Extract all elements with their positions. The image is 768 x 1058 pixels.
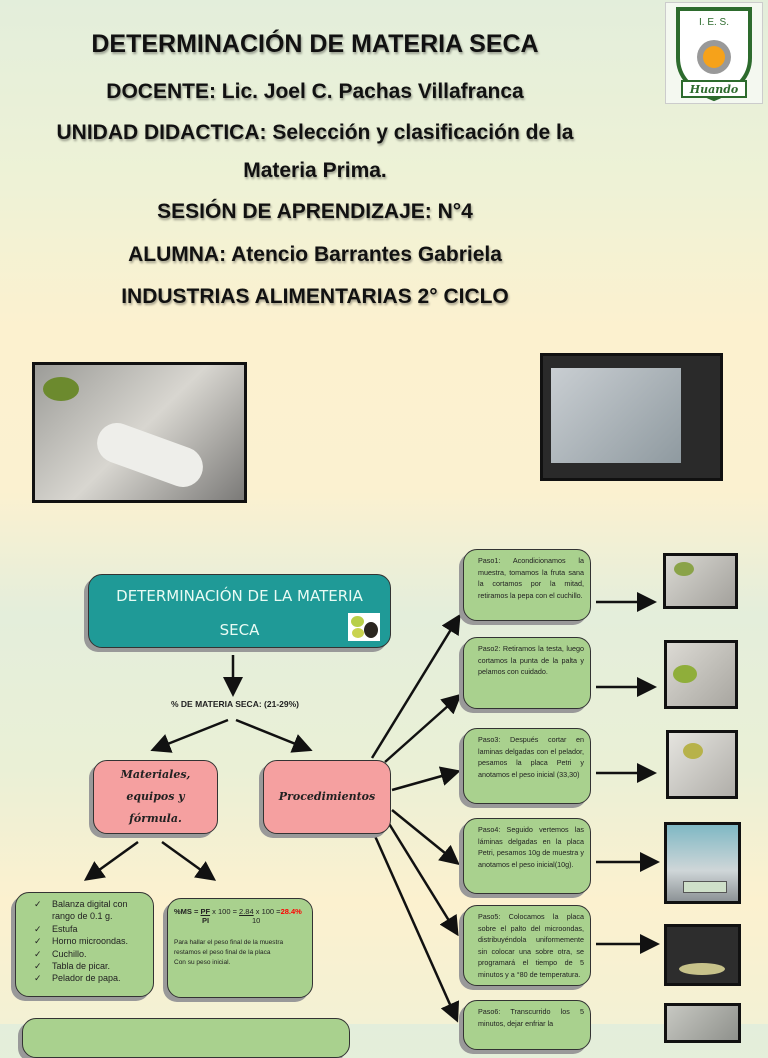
svg-text:Huando: Huando [689,83,739,96]
step-3-box: Paso3: Después cortar en laminas delgada… [463,728,591,804]
material-item: Cuchillo. [34,948,147,961]
step-2-photo [664,640,738,709]
session-line: SESIÓN DE APRENDIZAJE: N°4 [157,200,473,223]
step-3-photo [666,730,738,799]
materials-list-box: Balanza digital con rango de 0.1 g. Estu… [15,892,154,997]
materials-list: Balanza digital con rango de 0.1 g. Estu… [34,898,147,985]
bottom-box [22,1018,350,1058]
main-title-line-1: DETERMINACIÓN DE LA MATERIA [116,587,363,605]
dry-matter-range: % DE MATERIA SECA: (21-29%) [171,699,299,709]
step-5-box: Paso5: Colocamos la placa sobre el palto… [463,905,591,986]
step-6-photo [664,1003,741,1043]
material-item: Horno microondas. [34,935,147,948]
procedures-node: Procedimientos [263,760,391,834]
formula-box: %MS = PF x 100 = 2.84 x 100 =28.4% PI 10… [167,898,313,998]
formula-note: Para hallar el peso final de la muestra [174,939,284,946]
program-line: INDUSTRIAS ALIMENTARIAS 2° CICLO [121,285,509,308]
formula-note: Con su peso inicial. [174,959,231,966]
unit-line-2: Materia Prima. [243,159,387,182]
student-line: ALUMNA: Atencio Barrantes Gabriela [128,243,502,266]
main-title-box: DETERMINACIÓN DE LA MATERIA SECA [88,574,391,648]
material-item: Balanza digital con rango de 0.1 g. [34,898,147,923]
unit-line-1: UNIDAD DIDACTICA: Selección y clasificac… [56,121,574,144]
diagram-connectors [83,592,660,1023]
avocado-icon [348,613,380,641]
photo-cutting-avocado [32,362,247,503]
material-item: Pelador de papa. [34,972,147,985]
materials-node: Materiales, equipos y fórmula. [93,760,218,834]
step-6-box: Paso6: Transcurrido los 5 minutos, dejar… [463,1000,591,1050]
photo-microwave [540,353,723,481]
step-1-box: Paso1: Acondicionamos la muestra, tomamo… [463,549,591,621]
page-title: DETERMINACIÓN DE MATERIA SECA [91,30,539,58]
material-item: Tabla de picar. [34,960,147,973]
step-1-photo [663,553,738,609]
formula: %MS = PF x 100 = 2.84 x 100 =28.4% [174,907,302,916]
formula-result: 28.4% [280,907,302,916]
step-4-photo [664,822,741,904]
step-4-box: Paso4: Seguido vertemos las láminas delg… [463,818,591,894]
step-5-photo [664,924,741,986]
step-2-box: Paso2: Retiramos la testa, luego cortamo… [463,637,591,709]
main-title-line-2: SECA [219,621,260,639]
teacher-line: DOCENTE: Lic. Joel C. Pachas Villafranca [106,80,524,103]
school-logo: I. E. S. Huando [665,2,763,104]
svg-text:I. E. S.: I. E. S. [699,17,729,28]
formula-note: restamos el peso final de la placa [174,949,271,956]
material-item: Estufa [34,923,147,936]
